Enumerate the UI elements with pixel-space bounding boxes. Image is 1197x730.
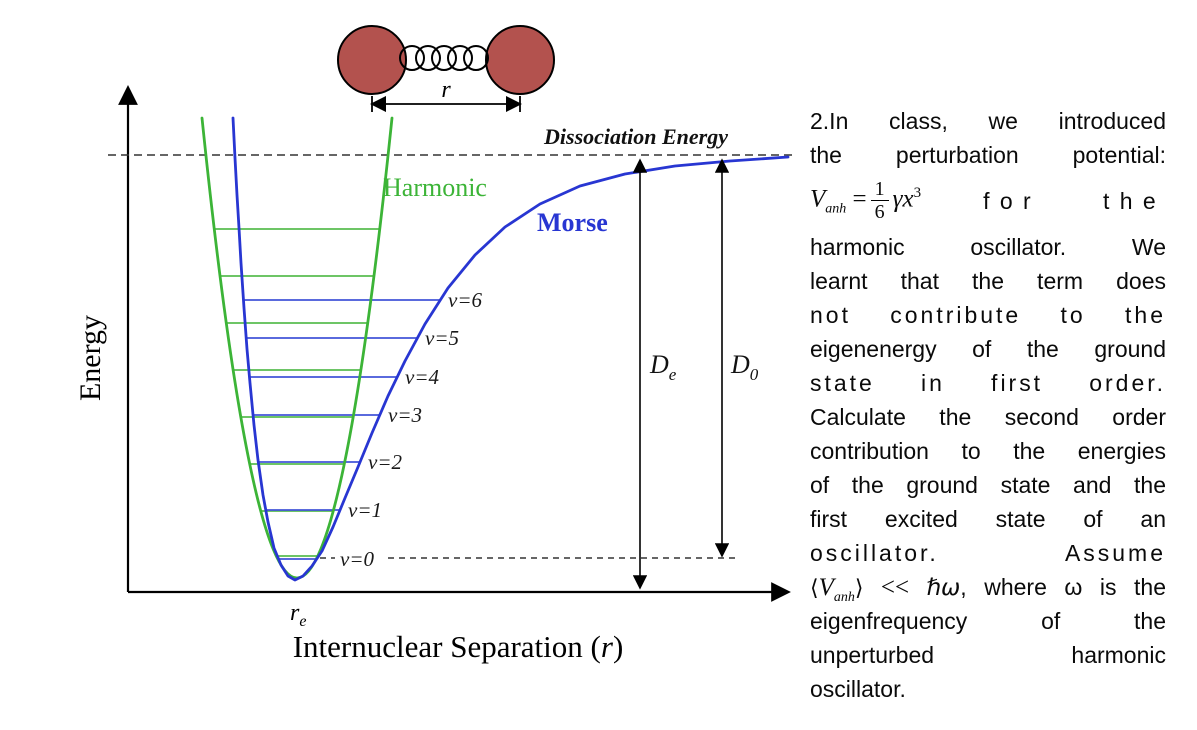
- fraction-denominator: 6: [874, 200, 885, 223]
- level-label-v5: v=5: [425, 326, 459, 350]
- re-label: re: [290, 600, 306, 630]
- problem-line-2: the perturbation potential:: [810, 142, 1166, 168]
- level-labels: v=6 v=5 v=4 v=3 v=2 v=1 v=0: [340, 288, 482, 571]
- problem-line-11: of the ground state and the: [810, 472, 1166, 498]
- problem-line-17: oscillator.: [810, 676, 906, 702]
- level-label-v3: v=3: [388, 403, 422, 427]
- spring-icon: [399, 45, 489, 71]
- potential-diagram: r Energy Internuclear Separation (r) Dis…: [74, 25, 792, 664]
- level-label-v1: v=1: [348, 498, 382, 522]
- problem-line-4: harmonic oscillator. We: [810, 234, 1166, 260]
- hbar-omega: ℏω: [926, 575, 961, 601]
- formula-gamma-x: γx: [892, 185, 914, 213]
- problem-text: 2.In class, we introduced the perturbati…: [810, 104, 1166, 706]
- problem-line-7: eigenenergy of the ground: [810, 336, 1166, 362]
- level-label-v6: v=6: [448, 288, 482, 312]
- morse-curve-label: Morse: [537, 208, 608, 237]
- bond-length-label: r: [441, 77, 451, 103]
- atom-left: [337, 25, 407, 95]
- dissociation-energy-label: Dissociation Energy: [543, 124, 728, 149]
- diatomic-molecule: r: [337, 25, 555, 113]
- bond-length-arrow: r: [369, 77, 523, 113]
- formula-V-subscript: anh: [825, 201, 847, 217]
- problem-line-10: contribution to the energies: [810, 438, 1166, 464]
- problem-line-1: 2.In class, we introduced: [810, 108, 1166, 134]
- level-label-v2: v=2: [368, 450, 402, 474]
- formula-equals: =: [852, 185, 867, 213]
- assume-inequality: ⟨Vanh⟩ << ℏω: [810, 574, 961, 604]
- fraction-numerator: 1: [870, 178, 889, 201]
- assume-V-subscript: anh: [833, 590, 855, 604]
- formula-V: V: [810, 185, 826, 213]
- harmonic-levels: [214, 228, 380, 557]
- problem-line-5: learnt that the term does: [810, 268, 1166, 294]
- problem-line-9: Calculate the second order: [810, 404, 1166, 430]
- assume-inequality-line: ⟨Vanh⟩ << ℏω, where ω is the: [810, 570, 1166, 604]
- problem-line-16: unperturbed harmonic: [810, 642, 1166, 668]
- morse-curve: [231, 116, 790, 582]
- level-label-v0: v=0: [340, 547, 374, 571]
- y-axis-label: Energy: [74, 315, 107, 401]
- formula-word-for: for: [983, 188, 1041, 214]
- formula-word-the: the: [1102, 188, 1166, 214]
- problem-line-6: not contribute to the: [810, 302, 1166, 328]
- assume-V: V: [818, 574, 834, 601]
- formula-exponent: 3: [913, 184, 922, 201]
- level-label-v4: v=4: [405, 365, 439, 389]
- diagram-svg: r Energy Internuclear Separation (r) Dis…: [74, 25, 792, 664]
- assume-tail-text: , where ω is the: [960, 574, 1166, 600]
- harmonic-curve-label: Harmonic: [383, 173, 487, 202]
- morse-levels: [243, 299, 440, 560]
- much-less-than: <<: [880, 574, 910, 601]
- problem-line-15: eigenfrequency of the: [810, 608, 1166, 634]
- problem-line-13: oscillator. Assume: [810, 540, 1166, 566]
- x-axis-label: Internuclear Separation (r): [293, 629, 624, 664]
- problem-line-8: state in first order.: [810, 370, 1166, 396]
- problem-line-12: first excited state of an: [810, 506, 1166, 532]
- angle-bracket-close: ⟩: [854, 576, 864, 601]
- atom-right: [485, 25, 555, 95]
- angle-bracket-open: ⟨: [810, 576, 819, 601]
- d0-label: D0: [730, 350, 759, 384]
- de-label: De: [649, 350, 677, 384]
